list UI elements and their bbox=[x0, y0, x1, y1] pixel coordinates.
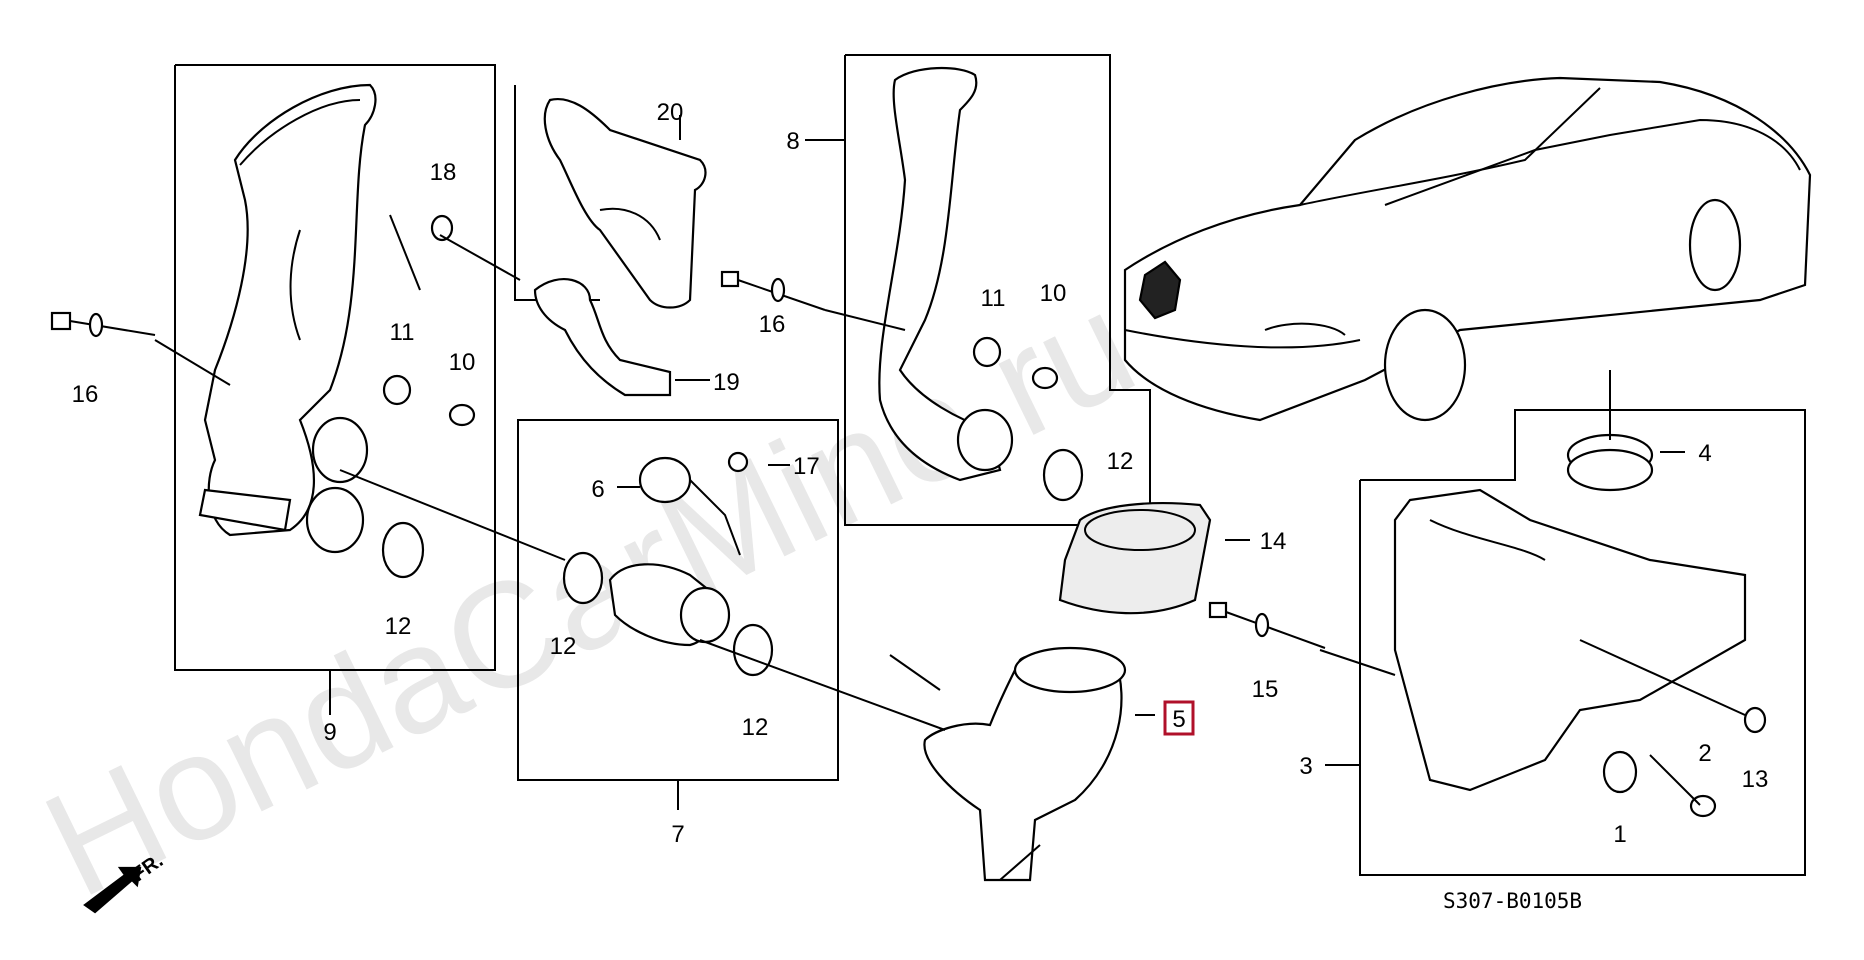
callout-12-center: 12 bbox=[550, 633, 577, 660]
collar-10-left bbox=[448, 403, 476, 427]
leader-lines bbox=[154, 115, 1746, 881]
valve-part-6 bbox=[638, 456, 741, 556]
bolt-15 bbox=[1208, 601, 1326, 649]
callout-9: 9 bbox=[323, 719, 336, 746]
hose-part-19 bbox=[533, 278, 672, 397]
collar-10-right bbox=[1031, 366, 1059, 390]
callout-8: 8 bbox=[786, 128, 799, 155]
callout-7: 7 bbox=[671, 821, 684, 848]
cushion-1 bbox=[1602, 750, 1638, 794]
callout-20: 20 bbox=[657, 99, 684, 126]
callout-19: 19 bbox=[713, 369, 740, 396]
air-duct-part-5 bbox=[923, 646, 1127, 882]
o-ring-12-left bbox=[381, 521, 425, 579]
callout-11-left: 11 bbox=[390, 319, 415, 346]
callout-12-lower: 12 bbox=[742, 714, 769, 741]
bolt-16-left bbox=[50, 311, 156, 338]
filter-element-part-14 bbox=[1058, 502, 1212, 615]
group-box-8 bbox=[844, 54, 1151, 526]
o-ring-12-lower bbox=[732, 623, 774, 677]
resonator-part-20 bbox=[543, 97, 707, 309]
throttle-body-part bbox=[608, 563, 731, 647]
inlet-duct-part bbox=[198, 83, 377, 554]
callout-16-right: 16 bbox=[759, 311, 786, 338]
grommet-part-4 bbox=[1566, 433, 1654, 492]
group-box-3 bbox=[1359, 409, 1806, 876]
callout-15: 15 bbox=[1252, 676, 1279, 703]
callout-12-left: 12 bbox=[385, 613, 412, 640]
callout-18: 18 bbox=[430, 159, 457, 186]
callout-14: 14 bbox=[1260, 528, 1287, 555]
callout-6: 6 bbox=[591, 476, 604, 503]
callout-4: 4 bbox=[1698, 440, 1711, 467]
callout-10-left: 10 bbox=[449, 349, 476, 376]
callout-1: 1 bbox=[1613, 821, 1626, 848]
duct-part-8 bbox=[878, 67, 1014, 482]
air-cleaner-housing-part-3 bbox=[1393, 488, 1747, 792]
cushion-11-left bbox=[382, 374, 412, 406]
car-illustration bbox=[1123, 76, 1812, 422]
callout-5-highlight[interactable]: 5 bbox=[1163, 700, 1195, 736]
callout-16-left: 16 bbox=[72, 381, 99, 408]
bolt-16-right bbox=[720, 270, 826, 311]
cushion-11-right bbox=[972, 336, 1002, 368]
o-ring-12-right bbox=[1042, 448, 1084, 502]
screw-17 bbox=[727, 451, 749, 473]
callout-5[interactable]: 5 bbox=[1172, 706, 1185, 733]
nut-13 bbox=[1743, 706, 1767, 734]
diagram-code: S307-B0105B bbox=[1443, 889, 1582, 913]
callout-12-right: 12 bbox=[1107, 448, 1134, 475]
callout-2: 2 bbox=[1698, 740, 1711, 767]
callout-11-right: 11 bbox=[981, 285, 1006, 312]
group-box-9 bbox=[174, 64, 496, 671]
callout-17: 17 bbox=[793, 453, 820, 480]
clip-18 bbox=[430, 214, 454, 242]
callout-13: 13 bbox=[1742, 766, 1769, 793]
callout-3: 3 bbox=[1299, 753, 1312, 780]
o-ring-12-center bbox=[562, 551, 604, 605]
callout-10-right: 10 bbox=[1040, 280, 1067, 307]
